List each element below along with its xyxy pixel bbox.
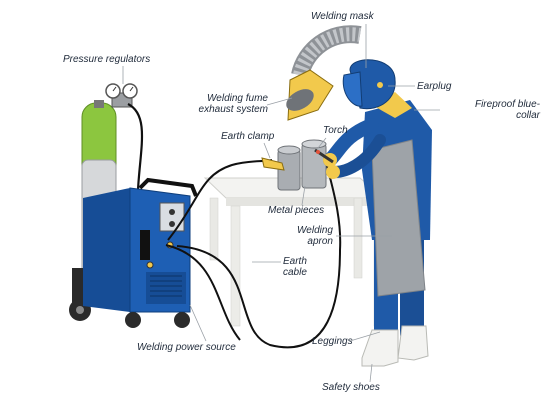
label-cable-line1: Earth xyxy=(283,256,307,267)
label-apron-line2: apron xyxy=(307,236,333,247)
label-cable-line2: cable xyxy=(283,267,307,278)
label-fireproof-line1: Fireproof blue- xyxy=(474,99,540,110)
cables xyxy=(165,159,342,349)
label-metal-pieces: Metal pieces xyxy=(268,205,325,216)
welding-power-source xyxy=(83,177,198,328)
earth-clamp xyxy=(261,157,285,171)
label-safety-shoes: Safety shoes xyxy=(322,382,380,393)
label-fume-exhaust-line1: Welding fume xyxy=(207,93,268,104)
label-welding-mask: Welding mask xyxy=(311,11,374,22)
welder xyxy=(314,59,432,367)
label-earth-clamp: Earth clamp xyxy=(221,131,275,142)
label-fume-exhaust-line2: exhaust system xyxy=(198,104,268,115)
label-earplug: Earplug xyxy=(417,81,452,92)
pressure-regulators xyxy=(105,83,144,191)
label-power-source: Welding power source xyxy=(137,342,236,353)
label-torch: Torch xyxy=(323,125,348,136)
label-fireproof-line2: collar xyxy=(516,110,540,121)
work-table xyxy=(203,177,385,327)
label-pressure-regulators: Pressure regulators xyxy=(63,54,151,65)
label-leggings: Leggings xyxy=(312,336,353,347)
leader-lines xyxy=(122,24,440,383)
fume-exhaust xyxy=(286,25,362,121)
label-apron-line1: Welding xyxy=(297,225,333,236)
